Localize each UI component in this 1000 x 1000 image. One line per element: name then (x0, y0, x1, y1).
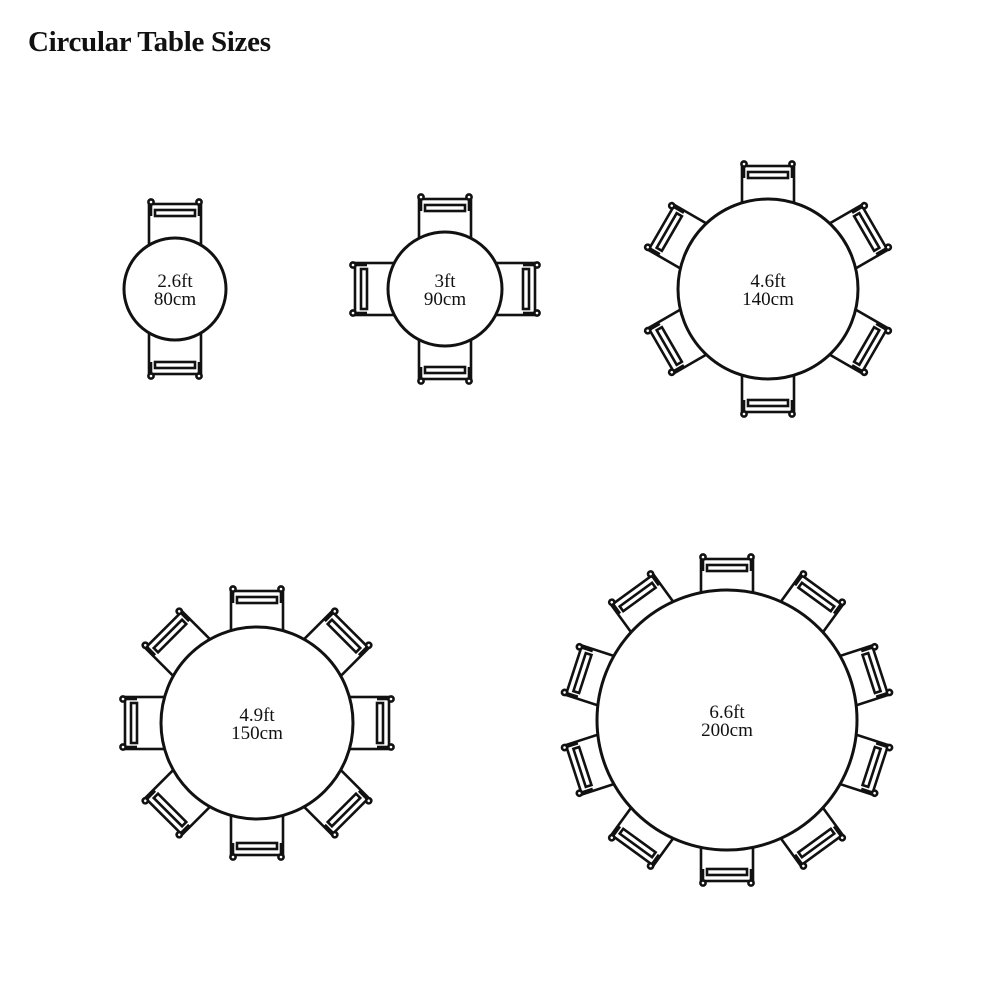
table-size-ft: 2.6ft (157, 271, 193, 292)
round-table (595, 588, 859, 852)
table-size-cm: 150cm (231, 723, 283, 744)
round-table (122, 236, 228, 342)
round-table (386, 230, 504, 348)
table-size-cm: 200cm (701, 720, 753, 741)
table-size-ft: 4.6ft (750, 271, 786, 292)
diagram-title: Circular Table Sizes (28, 26, 271, 58)
chair-icon (740, 350, 796, 418)
table-size-ft: 6.6ft (709, 702, 745, 723)
round-table (676, 197, 860, 381)
table-size-cm: 80cm (154, 289, 196, 310)
table-size-ft: 3ft (434, 271, 456, 292)
round-table (159, 625, 355, 821)
table-size-cm: 140cm (742, 289, 794, 310)
table-size-cm: 90cm (424, 289, 466, 310)
table-size-ft: 4.9ft (239, 705, 275, 726)
